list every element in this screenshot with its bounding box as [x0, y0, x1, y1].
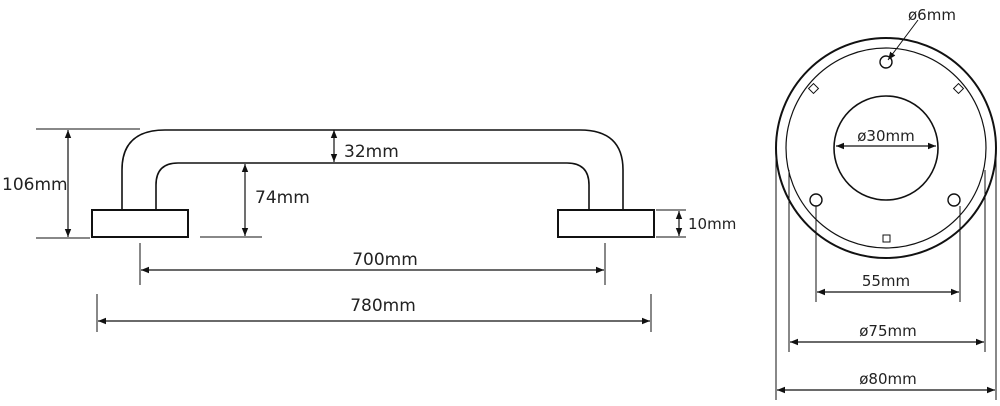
right-mount-base [557, 209, 655, 238]
flange-front-view: ø6mm ø30mm 55mm ø75mm ø80mm [775, 6, 997, 400]
dim-label-55mm: 55mm [862, 272, 910, 290]
notch-right [952, 82, 965, 95]
side-view: 106mm 32mm 74mm 10mm 700mm [2, 128, 736, 332]
dim-label-pin-diameter: ø6mm [908, 6, 956, 24]
top-pin-hole [879, 55, 893, 69]
dimension-height-total: 106mm [2, 128, 140, 239]
center-hole [833, 95, 939, 201]
bar-inner-outline [155, 162, 590, 210]
dim-label-10mm: 10mm [688, 215, 736, 233]
dimension-hole-diameter: ø30mm [836, 127, 936, 150]
bar-outer-outline [121, 129, 624, 210]
dim-label-74mm: 74mm [255, 188, 310, 208]
dimension-wall-gap: 32mm [330, 130, 399, 162]
flange-inner-ring [785, 47, 987, 249]
dim-label-75mm: ø75mm [859, 322, 917, 340]
notch-left [807, 82, 820, 95]
dimension-inner-clearance: 74mm [200, 164, 310, 238]
dim-label-106mm: 106mm [2, 175, 68, 195]
dimension-screw-spacing: 55mm [815, 206, 961, 302]
dimension-base-thickness: 10mm [656, 209, 736, 238]
dimension-center-distance: 700mm [139, 243, 606, 285]
dim-label-780mm: 780mm [350, 296, 416, 316]
right-screw-hole [947, 193, 961, 207]
dim-label-hole-diameter: ø30mm [857, 127, 915, 145]
left-mount-base [91, 209, 189, 238]
dimension-inner-ring-diameter: ø75mm [788, 170, 986, 352]
dimension-pin-diameter: ø6mm [887, 6, 956, 61]
dimension-flange-diameter: ø80mm [775, 158, 997, 400]
dim-label-700mm: 700mm [352, 250, 418, 270]
notch-bottom [882, 234, 891, 243]
dimension-overall-length: 780mm [96, 294, 652, 332]
dim-label-80mm: ø80mm [859, 370, 917, 388]
dim-label-32mm: 32mm [344, 142, 399, 162]
